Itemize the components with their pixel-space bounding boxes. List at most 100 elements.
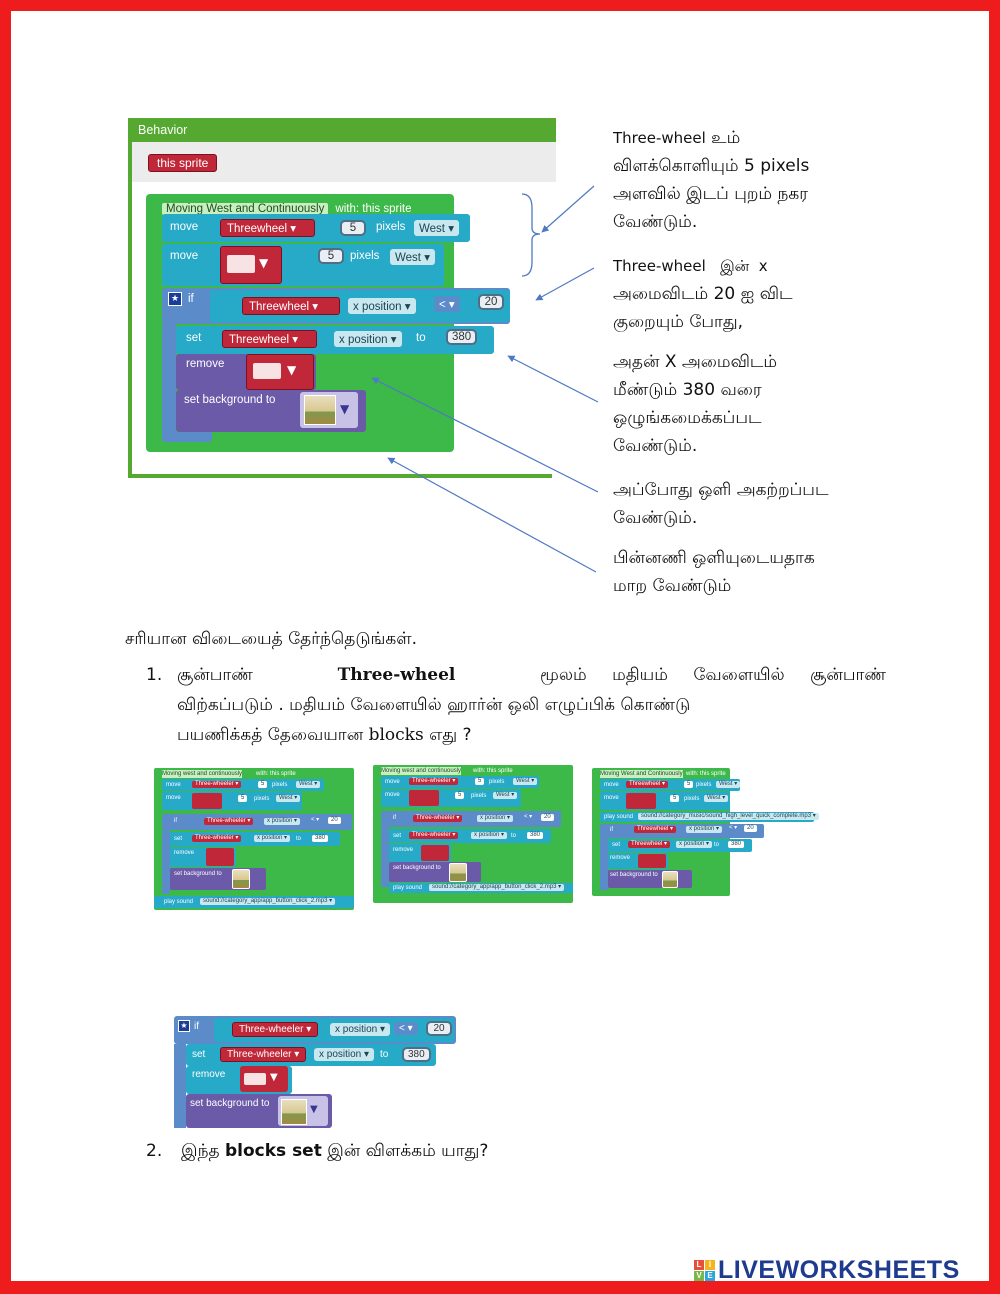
- set-value-input[interactable]: 380: [446, 329, 478, 345]
- mini-dir-2[interactable]: West ▾: [493, 792, 518, 799]
- mini-remove-label: remove: [174, 850, 195, 856]
- mini-lt[interactable]: < ▾: [308, 817, 323, 824]
- mini-set-label: set: [612, 842, 621, 848]
- mini-xpos-set[interactable]: x position ▾: [254, 835, 291, 842]
- direction-dropdown-1[interactable]: West ▾: [414, 220, 459, 236]
- mini-sound-file[interactable]: sound://category_music/sound_high_level_…: [638, 813, 819, 820]
- mini-sprite-if[interactable]: Three-wheeler ▾: [204, 818, 254, 825]
- mini-dir-2[interactable]: West ▾: [704, 795, 729, 802]
- liveworksheets-logo[interactable]: L I V E LIVEWORKSHEETS: [694, 1256, 960, 1284]
- mini-remove-dropdown[interactable]: [638, 854, 666, 868]
- mini-sprite-set[interactable]: Threewheel ▾: [628, 841, 671, 848]
- q2-star-icon[interactable]: ★: [178, 1020, 190, 1032]
- mini-sprite[interactable]: Three-wheeler ▾: [409, 778, 459, 785]
- mini-play-sound: play sound: [164, 899, 194, 905]
- pixels-label-2: pixels: [350, 250, 380, 262]
- this-sprite-tag[interactable]: this sprite: [148, 154, 218, 172]
- mini-header-with: with: this sprite: [473, 768, 513, 774]
- mini-thr[interactable]: 20: [328, 817, 341, 824]
- note-2: Three-wheel இன் x அமைவிடம் 20 ஐ விட குறை…: [613, 257, 793, 332]
- mini-dir[interactable]: West ▾: [296, 781, 321, 788]
- q2-x-position-set[interactable]: x position ▾: [314, 1048, 375, 1061]
- mini-remove-dropdown[interactable]: [206, 848, 234, 866]
- question-1-line-1: சூன்பாண் Three-wheel மூலம் மதியம் வேளையி…: [177, 665, 886, 685]
- mini-sound-file[interactable]: sound://category_app/app_button_click_2.…: [429, 884, 565, 891]
- mini-xpos-if[interactable]: x position ▾: [477, 815, 514, 822]
- q2-bg-dropdown[interactable]: ▼: [278, 1096, 328, 1126]
- q2-remove-dropdown[interactable]: ▼: [240, 1066, 288, 1092]
- mini-thr[interactable]: 20: [744, 825, 757, 832]
- q2-threshold[interactable]: 20: [426, 1021, 452, 1036]
- steps-input-2[interactable]: 5: [318, 248, 344, 264]
- mini-dir[interactable]: West ▾: [513, 778, 538, 785]
- mini-steps[interactable]: 5: [684, 781, 694, 788]
- mini-xpos-if[interactable]: x position ▾: [686, 826, 723, 833]
- to-label: to: [416, 332, 426, 344]
- behavior-panel: Behavior this sprite Moving West and Con…: [128, 118, 556, 478]
- mini-steps-2[interactable]: 5: [670, 795, 680, 802]
- star-icon[interactable]: ★: [168, 292, 182, 306]
- mini-remove-dropdown[interactable]: [421, 845, 449, 861]
- mini-sprite-set[interactable]: Three-wheeler ▾: [192, 835, 242, 842]
- question-1-line-2: விற்கப்படும் . மதியம் வேளையில் ஹார்ன் ஒல…: [177, 695, 691, 715]
- mini-light-dropdown[interactable]: [192, 793, 222, 809]
- mini-set-label: set: [174, 836, 183, 842]
- mini-sprite-set[interactable]: Three-wheeler ▾: [409, 832, 459, 839]
- mini-sprite-if[interactable]: Three-wheeler ▾: [413, 815, 463, 822]
- q2-arrow-icon: ▼: [270, 1072, 278, 1083]
- sprite-dropdown-set[interactable]: Threewheel ▾: [222, 330, 317, 348]
- threshold-input[interactable]: 20: [478, 294, 504, 310]
- q2-set-value[interactable]: 380: [402, 1047, 431, 1062]
- q2-x-position-if[interactable]: x position ▾: [330, 1023, 391, 1036]
- mini-bg-thumb: [662, 871, 678, 888]
- mini-dir-2[interactable]: West ▾: [276, 795, 301, 802]
- q2-operator[interactable]: < ▾: [394, 1022, 418, 1035]
- sprite-dropdown-1[interactable]: Threewheel ▾: [220, 219, 315, 237]
- mini-steps[interactable]: 5: [475, 778, 485, 785]
- operator-dropdown[interactable]: < ▾: [434, 296, 460, 312]
- callout-arrows: [371, 185, 599, 573]
- event-header-with: with: this sprite: [335, 203, 412, 215]
- behavior-panel-header: Behavior: [128, 118, 556, 142]
- mini-steps[interactable]: 5: [258, 781, 268, 788]
- if-block-foot: [162, 432, 212, 442]
- mini-sound-file[interactable]: sound://category_app/app_button_click_2.…: [200, 898, 336, 905]
- q2-if-label: if: [194, 1021, 199, 1032]
- q2-sprite-dropdown-set[interactable]: Three-wheeler ▾: [220, 1047, 307, 1062]
- mini-if-block[interactable]: [162, 814, 352, 830]
- mini-sprite[interactable]: Three-wheeler ▾: [192, 781, 242, 788]
- mini-set-val[interactable]: 380: [312, 835, 329, 842]
- sprite-dropdown-if[interactable]: Threewheel ▾: [242, 297, 340, 315]
- brand-name: LIVEWORKSHEETS: [718, 1255, 960, 1284]
- steps-input-1[interactable]: 5: [340, 220, 366, 236]
- mini-sprite-if[interactable]: Threewheel ▾: [634, 826, 677, 833]
- mini-thr[interactable]: 20: [541, 814, 554, 821]
- mini-set-val[interactable]: 380: [728, 841, 745, 848]
- mini-pixels: pixels: [489, 779, 505, 785]
- mini-sprite[interactable]: Threewheel ▾: [626, 781, 669, 788]
- q2-sprite-dropdown-if[interactable]: Three-wheeler ▾: [232, 1022, 319, 1037]
- mini-steps-2[interactable]: 5: [238, 795, 248, 802]
- x-position-dropdown-set[interactable]: x position ▾: [334, 331, 402, 347]
- mini-dir[interactable]: West ▾: [716, 781, 741, 788]
- mini-xpos-set[interactable]: x position ▾: [676, 841, 713, 848]
- mini-light-dropdown[interactable]: [409, 790, 439, 806]
- mini-light-dropdown[interactable]: [626, 793, 656, 809]
- background-dropdown[interactable]: ▼: [300, 392, 358, 428]
- direction-dropdown-2[interactable]: West ▾: [390, 249, 435, 265]
- dropdown-arrow-icon: ▼: [259, 256, 269, 270]
- mini-set-val[interactable]: 380: [527, 832, 544, 839]
- mini-lt[interactable]: < ▾: [521, 814, 536, 821]
- remove-sprite-dropdown[interactable]: ▼: [246, 354, 314, 390]
- mini-steps-2[interactable]: 5: [455, 792, 465, 799]
- mini-xpos-set[interactable]: x position ▾: [471, 832, 508, 839]
- q2-set-bg-label: set background to: [190, 1098, 270, 1109]
- mini-lt[interactable]: < ▾: [726, 825, 741, 832]
- mini-xpos-if[interactable]: x position ▾: [264, 818, 301, 825]
- x-position-dropdown-if[interactable]: x position ▾: [348, 298, 416, 314]
- light-sprite-dropdown[interactable]: ▼: [220, 246, 282, 284]
- note-5: பின்னணி ஒளியுடையதாக மாற வேண்டும்: [613, 548, 815, 596]
